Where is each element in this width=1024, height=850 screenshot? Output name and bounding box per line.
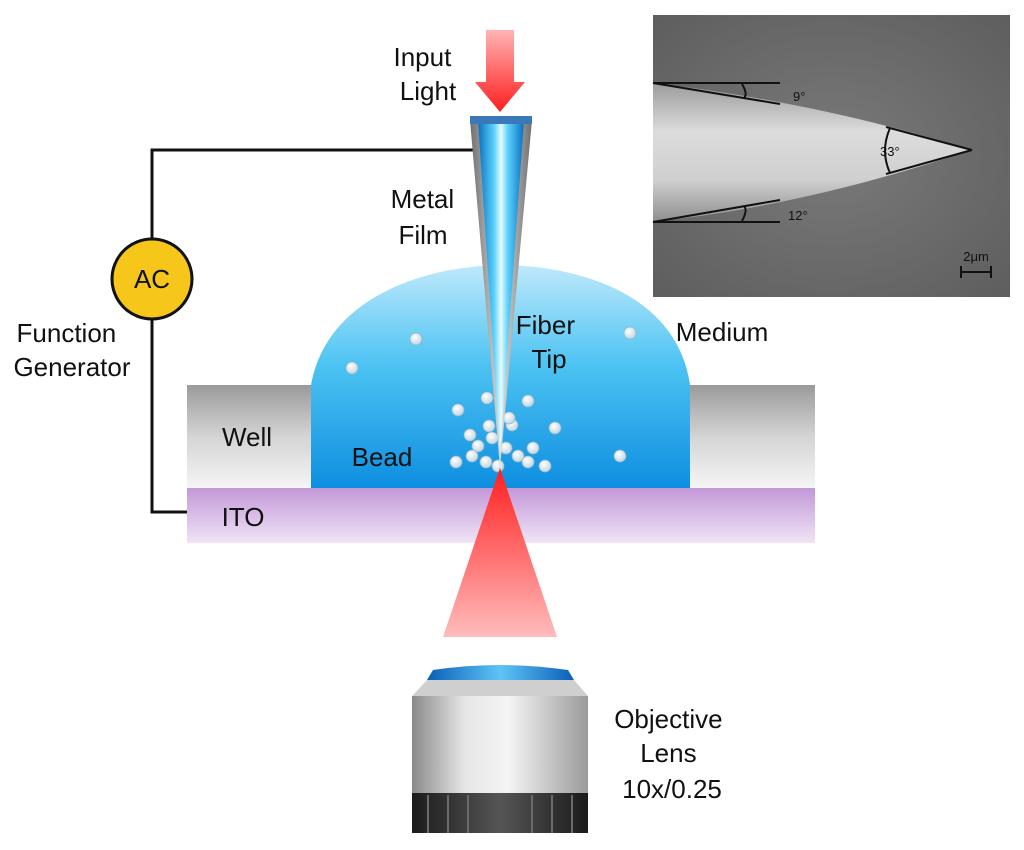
- bead: [451, 403, 465, 417]
- sem-angle-top: 9°: [793, 89, 805, 104]
- bead: [548, 421, 562, 435]
- scale-bar: [960, 266, 992, 278]
- objective-lens-label: Objective Lens 10x/0.25: [614, 704, 730, 804]
- bead: [526, 441, 540, 455]
- bead-label: Bead: [352, 442, 413, 472]
- sem-angle-tip: 33°: [880, 144, 900, 159]
- bead: [471, 439, 485, 453]
- bead: [480, 391, 494, 405]
- bead: [623, 326, 637, 340]
- medium-label: Medium: [676, 317, 768, 347]
- bead: [479, 455, 493, 469]
- ac-label: AC: [134, 264, 170, 294]
- bead: [409, 332, 423, 346]
- sem-inset: 9° 33° 12° 2μm: [652, 15, 1010, 297]
- fiber-tip: [470, 116, 532, 468]
- well-left: [187, 385, 315, 488]
- output-light-cone: [443, 468, 557, 637]
- bead: [345, 361, 359, 375]
- input-light-label: Input Light: [393, 42, 458, 106]
- bead: [538, 459, 552, 473]
- bead: [449, 455, 463, 469]
- sem-angle-bottom: 12°: [788, 208, 808, 223]
- objective-lens: [412, 665, 588, 833]
- fiber-tip-label: Fiber Tip: [516, 310, 582, 374]
- metal-film-label: Metal Film: [391, 184, 462, 250]
- bead: [491, 459, 505, 473]
- down-arrow-icon: [475, 30, 525, 112]
- ito-label: ITO: [222, 502, 265, 532]
- bead: [465, 449, 479, 463]
- function-generator-label: Function Generator: [13, 318, 130, 382]
- bead: [485, 431, 499, 445]
- bead: [463, 428, 477, 442]
- bead: [613, 449, 627, 463]
- scale-bar-label: 2μm: [963, 249, 989, 264]
- bead: [521, 394, 535, 408]
- bead: [521, 455, 535, 469]
- well-right: [688, 385, 815, 488]
- bead: [511, 449, 525, 463]
- well-label: Well: [222, 422, 272, 452]
- ac-source-icon: AC: [110, 237, 194, 321]
- circuit-wire: [150, 148, 475, 514]
- bead: [482, 419, 496, 433]
